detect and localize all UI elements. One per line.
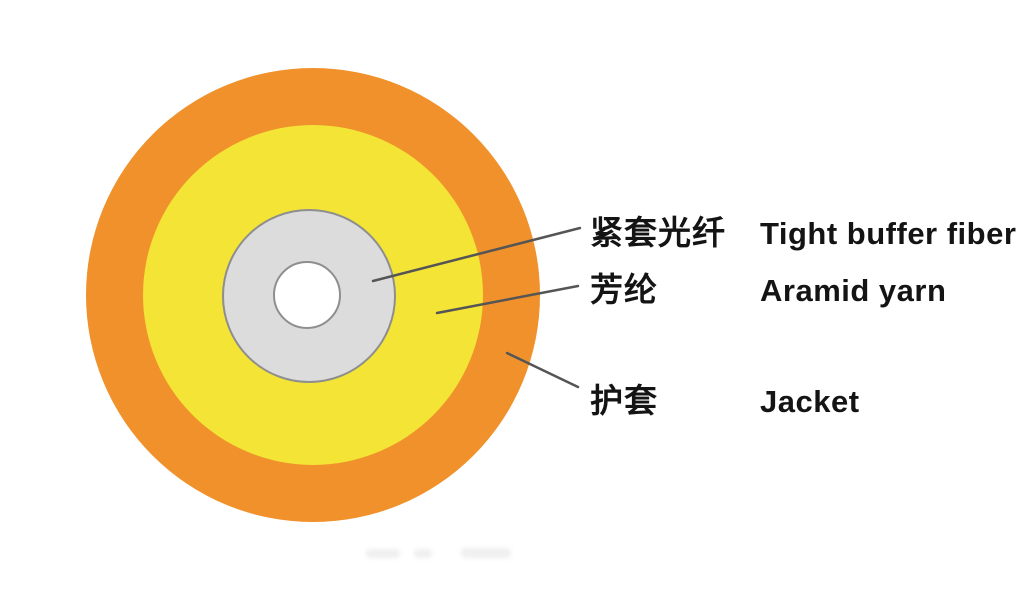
label-jacket-cn: 护套 bbox=[590, 382, 658, 419]
watermark-smudge bbox=[461, 548, 511, 558]
label-row-jacket: 护套 Jacket bbox=[590, 374, 860, 422]
watermark-smudge bbox=[366, 549, 400, 558]
label-tight-buffer-en: Tight buffer fiber bbox=[760, 216, 1017, 251]
label-row-tight-buffer: 紧套光纤 Tight buffer fiber bbox=[590, 206, 1016, 254]
watermark-smudge bbox=[414, 549, 432, 558]
label-aramid-cn: 芳纶 bbox=[590, 271, 658, 308]
label-row-aramid: 芳纶 Aramid yarn bbox=[590, 263, 946, 311]
label-aramid-en: Aramid yarn bbox=[760, 273, 947, 308]
fiber-core-circle bbox=[273, 261, 341, 329]
leader-line-tight-buffer bbox=[371, 226, 582, 283]
leader-line-jacket bbox=[505, 351, 580, 389]
label-tight-buffer-cn: 紧套光纤 bbox=[590, 214, 726, 251]
leader-line-aramid bbox=[435, 284, 580, 315]
label-jacket-en: Jacket bbox=[760, 384, 860, 419]
